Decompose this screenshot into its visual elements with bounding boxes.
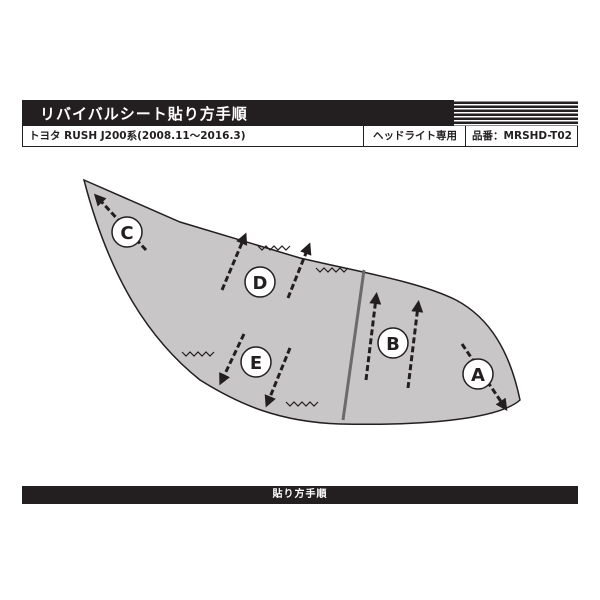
label-c: C: [120, 223, 133, 244]
label-e: E: [250, 353, 262, 374]
zigzag-mark: [285, 401, 319, 407]
part-number: 品番：MRSHD-T02: [465, 126, 578, 146]
section-title: 貼り方手順: [272, 489, 328, 500]
arrow-d-left: [220, 232, 248, 291]
product-info-row: トヨタ RUSH J200系(2008.11～2016.3) ヘッドライト専用 …: [22, 126, 578, 147]
step-label-e: [240, 346, 272, 378]
step-label-d: [244, 266, 276, 298]
arrow-b-left: [364, 292, 382, 381]
headlight-shape: [82, 178, 521, 426]
label-d: D: [253, 273, 268, 294]
zigzag-mark: [315, 267, 349, 273]
zigzag-mark: [181, 351, 215, 357]
section-bar: 貼り方手順: [22, 486, 578, 504]
label-a: A: [471, 365, 485, 386]
step-label-c: [111, 216, 143, 248]
page-title: リバイバルシート貼り方手順: [40, 105, 248, 123]
zigzag-mark: [257, 245, 291, 251]
label-b: B: [386, 334, 400, 355]
step-label-a: [462, 358, 494, 390]
product-type: ヘッドライト専用: [363, 126, 466, 146]
lens-divider-line: [341, 269, 366, 421]
step-label-b: [377, 327, 409, 359]
vehicle-model: トヨタ RUSH J200系(2008.11～2016.3): [29, 130, 246, 142]
title-bar: リバイバルシート貼り方手順: [22, 100, 578, 126]
arrow-e-right: [264, 347, 292, 408]
decorative-stripes: [454, 100, 578, 126]
arrow-b-right: [406, 300, 424, 389]
